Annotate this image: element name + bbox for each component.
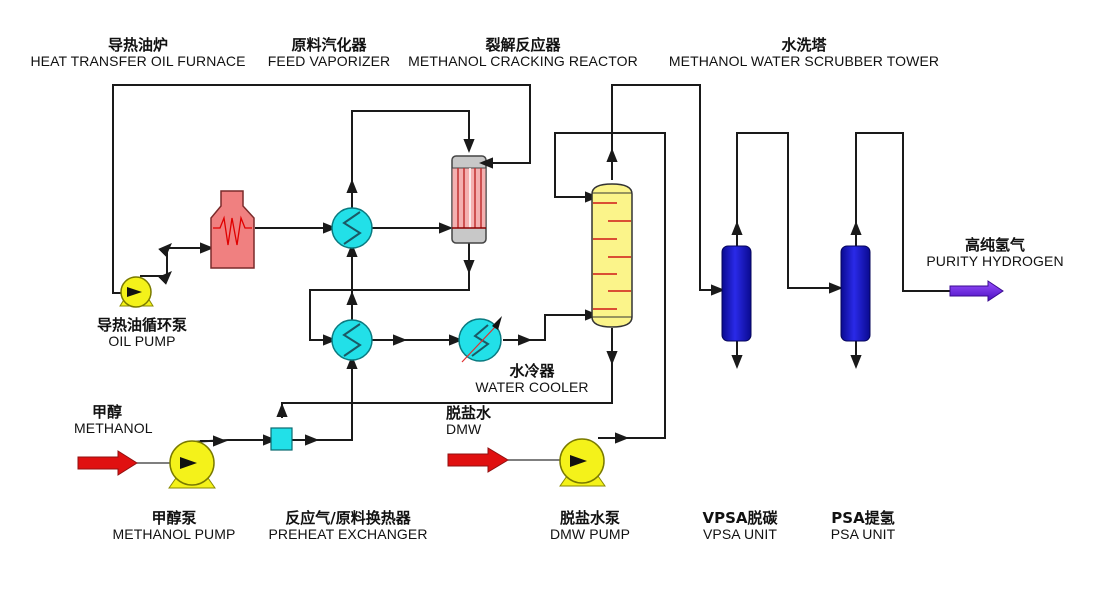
psa-column [840,245,871,342]
methanol-pump [168,440,216,489]
label-purity-hydrogen: 高纯氢气 PURITY HYDROGEN [920,236,1070,269]
purity-hydrogen-arrow [949,280,1004,302]
pipe-vpsa-to-psa [736,132,843,294]
label-cn: VPSA脱碳 [702,509,778,527]
heat-transfer-oil-furnace [210,190,255,269]
label-en: PREHEAT EXCHANGER [268,525,428,542]
label-cn: 脱盐水 [446,404,492,422]
label-cn: 高纯氢气 [964,236,1025,254]
label-oil-pump: 导热油循环泵 OIL PUMP [82,316,202,349]
label-en: PURITY HYDROGEN [926,252,1064,269]
label-cn: 原料汽化器 [291,36,367,54]
label-en: DMW PUMP [549,525,631,542]
label-en: OIL PUMP [108,332,176,349]
dmw-feed-arrow [447,447,509,473]
methanol-cracking-reactor [451,155,487,244]
label-en: METHANOL [74,419,153,436]
pipe-oil-return [112,84,531,294]
label-cn: 裂解反应器 [485,36,561,54]
preheat-exchanger [331,319,373,361]
label-cn: 甲醇泵 [151,509,197,527]
label-feed-vaporizer: 原料汽化器 FEED VAPORIZER [260,36,398,69]
pipe-psa-to-product [855,132,950,292]
label-methanol-cracking-reactor: 裂解反应器 METHANOL CRACKING REACTOR [398,36,648,69]
label-en: METHANOL WATER SCRUBBER TOWER [668,52,940,69]
mixer-box [270,427,293,451]
label-cn: PSA提氢 [831,509,895,527]
label-psa-unit: PSA提氢 PSA UNIT [818,509,908,542]
label-en: PSA UNIT [830,525,896,542]
pipe-scrubber-top-to-vpsa [611,84,725,296]
label-en: VPSA UNIT [702,525,778,542]
label-water-cooler: 水冷器 WATER COOLER [462,362,602,395]
feed-vaporizer-exchanger [331,207,373,249]
label-dmw: 脱盐水 DMW [446,404,492,437]
label-heat-transfer-oil-furnace: 导热油炉 HEAT TRANSFER OIL FURNACE [18,36,258,69]
pipe-cooler-to-scrubber [503,309,599,341]
pipe-mixer-to-preheat [292,355,358,441]
pipe-reactor-outlet [309,243,470,346]
label-en: FEED VAPORIZER [267,52,391,69]
label-en: DMW [446,420,482,437]
label-preheat-exchanger: 反应气/原料换热器 PREHEAT EXCHANGER [258,509,438,542]
pipe-oil-pump-to-furnace [140,243,208,285]
water-cooler [458,316,502,363]
label-cn: 脱盐水泵 [559,509,620,527]
methanol-water-scrubber-tower [591,183,633,328]
pipe-dmw-to-scrubber [554,132,666,439]
vpsa-column [721,245,752,342]
label-en: METHANOL CRACKING REACTOR [408,52,638,69]
methanol-feed-arrow [77,450,138,476]
label-scrubber-tower: 水洗塔 METHANOL WATER SCRUBBER TOWER [652,36,956,69]
label-en: METHANOL PUMP [112,525,236,542]
dmw-pump [559,438,606,487]
label-methanol: 甲醇 METHANOL [74,403,153,436]
pipe-vaporizer-to-reactor-top [351,110,475,208]
oil-pump [119,276,154,308]
label-cn: 导热油炉 [107,36,168,54]
label-cn: 水洗塔 [781,36,827,54]
label-cn: 反应气/原料换热器 [285,509,411,527]
label-vpsa-unit: VPSA脱碳 VPSA UNIT [690,509,790,542]
label-dmw-pump: 脱盐水泵 DMW PUMP [540,509,640,542]
label-methanol-pump: 甲醇泵 METHANOL PUMP [104,509,244,542]
label-en: HEAT TRANSFER OIL FURNACE [30,52,246,69]
label-en: WATER COOLER [475,378,589,395]
label-cn: 导热油循环泵 [96,316,187,334]
label-cn: 水冷器 [509,362,555,380]
pipelines [112,84,950,464]
label-cn: 甲醇 [92,403,123,421]
